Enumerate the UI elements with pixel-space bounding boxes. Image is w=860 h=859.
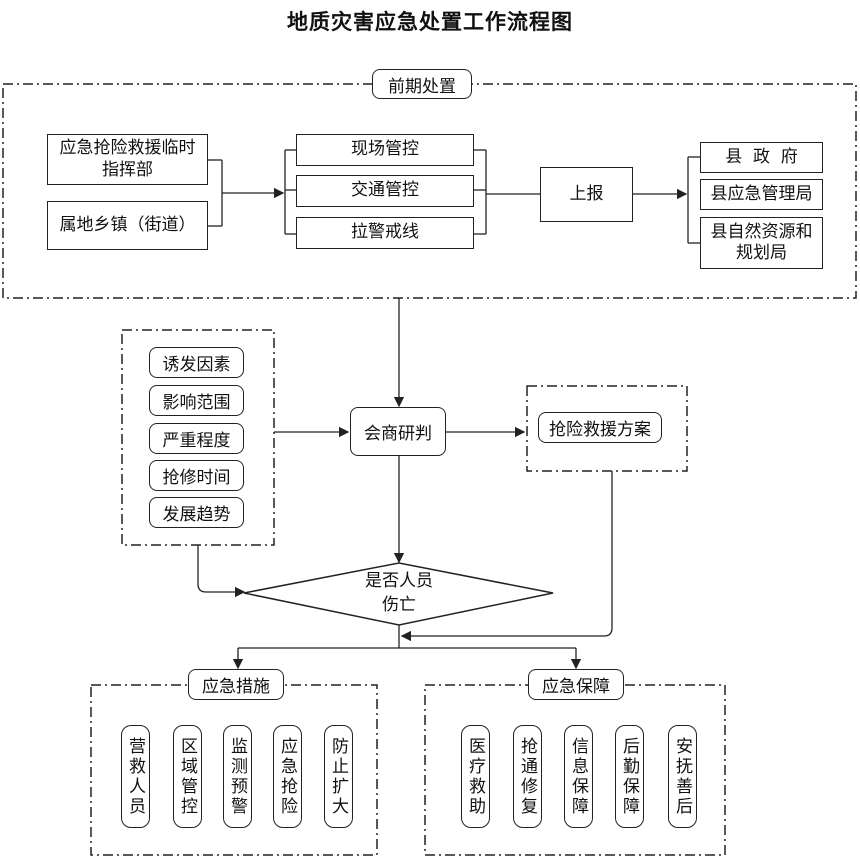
measures-label: 应急措施 <box>188 669 284 700</box>
support-label: 应急保障 <box>528 669 624 700</box>
factor-item: 诱发因素 <box>149 347 244 378</box>
pre-stage-label: 前期处置 <box>372 69 472 99</box>
target-emergency-bureau: 县应急管理局 <box>700 179 823 210</box>
factor-item: 抢修时间 <box>149 460 244 491</box>
township-box: 属地乡镇（街道） <box>47 201 208 250</box>
decision-text: 是否人员伤亡 <box>365 571 433 615</box>
support-item: 抢通修复 <box>513 725 542 828</box>
page-title: 地质灾害应急处置工作流程图 <box>287 9 573 34</box>
support-item: 医疗救助 <box>461 725 490 828</box>
plan-frame <box>526 385 688 472</box>
rescue-plan-box: 抢险救援方案 <box>538 412 662 443</box>
action-cordon: 拉警戒线 <box>296 217 474 249</box>
support-item: 后勤保障 <box>615 725 644 828</box>
support-item: 信息保障 <box>564 725 593 828</box>
measure-item: 营救人员 <box>121 725 150 828</box>
target-county-gov: 县 政 府 <box>700 142 823 173</box>
factor-item: 发展趋势 <box>149 497 244 528</box>
factor-item: 严重程度 <box>149 423 244 454</box>
measure-item: 应急抢险 <box>273 725 302 828</box>
measure-item: 区域管控 <box>173 725 202 828</box>
consult-box: 会商研判 <box>350 407 446 456</box>
factor-item: 影响范围 <box>149 385 244 416</box>
command-unit-box: 应急抢险救援临时指挥部 <box>47 134 208 185</box>
action-traffic-control: 交通管控 <box>296 175 474 207</box>
measure-item: 监测预警 <box>223 725 252 828</box>
action-site-control: 现场管控 <box>296 134 474 166</box>
decision-diamond <box>243 562 554 626</box>
target-resources-bureau: 县自然资源和规划局 <box>700 217 823 269</box>
measure-item: 防止扩大 <box>324 725 353 828</box>
report-box: 上报 <box>540 167 633 222</box>
support-item: 安抚善后 <box>668 725 697 828</box>
